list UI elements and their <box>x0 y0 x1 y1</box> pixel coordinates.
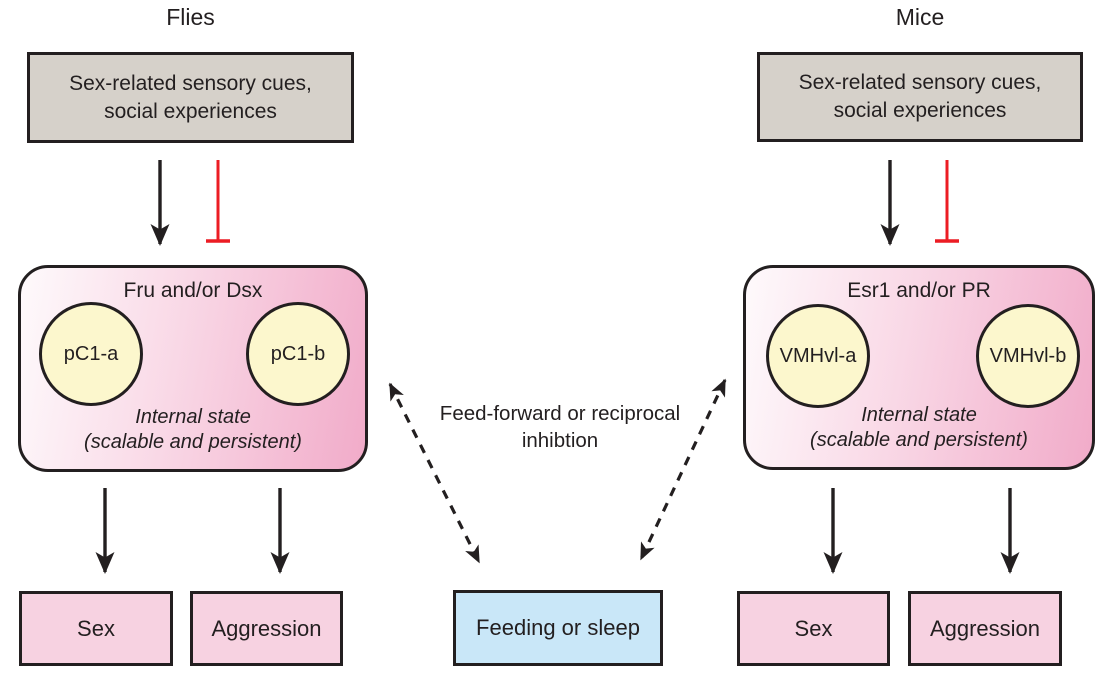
caption-line2: (scalable and persistent) <box>810 429 1028 452</box>
flies-node-a: pC1-a <box>39 302 143 406</box>
mice-internal-state-box: Esr1 and/or PR VMHvl-a VMHvl-b Internal … <box>743 265 1095 470</box>
mice-internal-state-caption: Internal state (scalable and persistent) <box>746 403 1092 454</box>
flies-node-b: pC1-b <box>246 302 350 406</box>
mice-gene-label: Esr1 and/or PR <box>847 279 991 302</box>
mice-input-inhibitory-tbar <box>935 160 959 243</box>
mice-output-arrows <box>823 488 1020 574</box>
flies-sensory-cues-box: Sex-related sensory cues, social experie… <box>27 52 354 143</box>
flies-title: Flies <box>166 4 215 30</box>
flies-output-sex-box: Sex <box>19 591 173 666</box>
flies-output-aggression-box: Aggression <box>190 591 343 666</box>
feeding-or-sleep-box: Feeding or sleep <box>453 590 663 666</box>
inhibition-label: Feed-forward or reciprocal inhibtion <box>408 401 712 454</box>
inhibition-label-line2: inhibtion <box>521 428 599 452</box>
caption-line2: (scalable and persistent) <box>84 431 302 454</box>
flies-input-inhibitory-tbar <box>206 160 230 243</box>
caption-line1: Internal state <box>135 405 251 428</box>
mice-output-aggression-box: Aggression <box>908 591 1062 666</box>
flies-internal-state-box: Fru and/or Dsx pC1-a pC1-b Internal stat… <box>18 265 368 472</box>
mice-title: Mice <box>895 4 945 30</box>
mice-output-sex-box: Sex <box>737 591 890 666</box>
flies-internal-state-caption: Internal state (scalable and persistent) <box>21 405 365 456</box>
inhibition-label-line1: Feed-forward or reciprocal <box>439 402 681 425</box>
flies-output-arrows <box>95 488 290 574</box>
mice-node-a: VMHvl-a <box>766 304 870 408</box>
mice-node-b: VMHvl-b <box>976 304 1080 408</box>
flies-gene-label: Fru and/or Dsx <box>123 279 263 302</box>
caption-line1: Internal state <box>861 403 977 426</box>
mice-sensory-cues-box: Sex-related sensory cues, social experie… <box>757 52 1083 142</box>
